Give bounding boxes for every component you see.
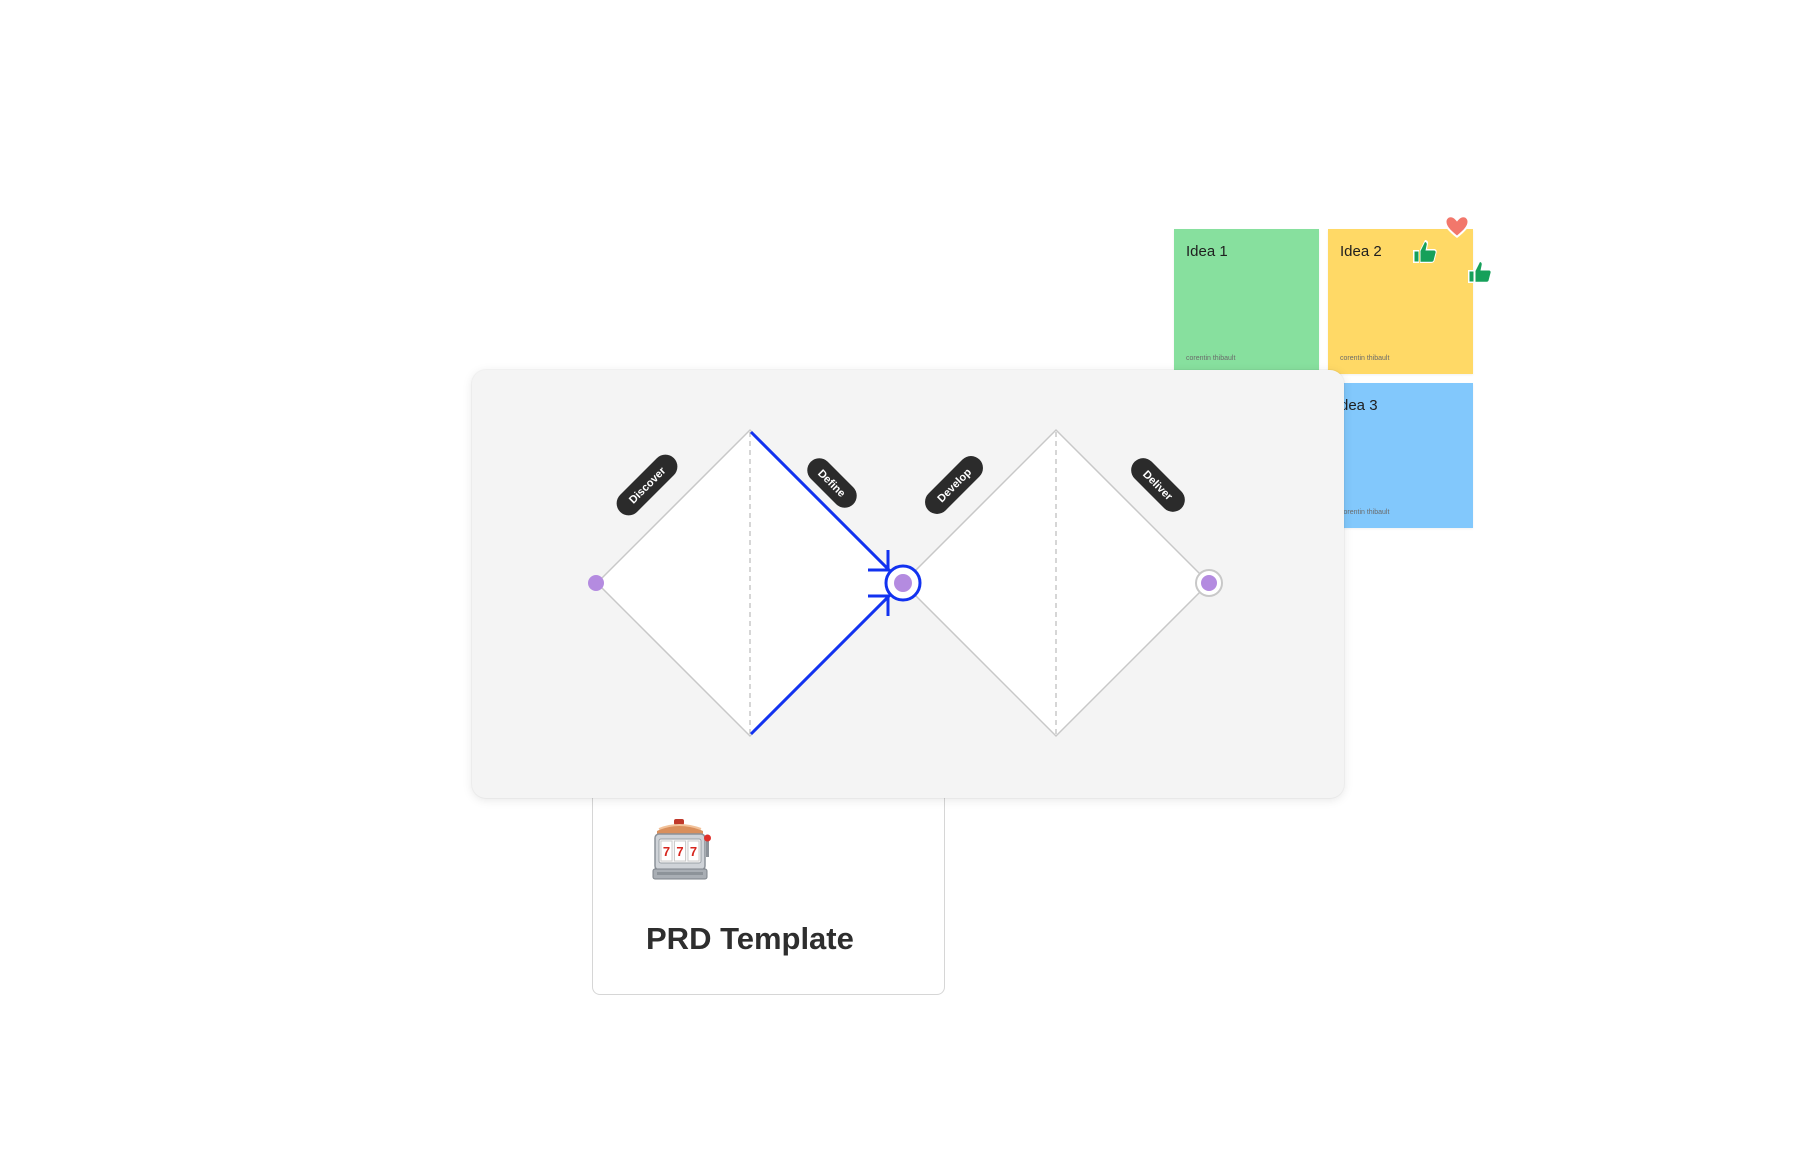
node-start[interactable] [588,575,604,591]
phase-label-deliver[interactable]: Deliver [1126,453,1190,517]
sticky-note-idea-1[interactable]: Idea 1 corentin thibault [1174,229,1319,374]
svg-text:7: 7 [690,844,697,859]
double-diamond-diagram: Discover Define Develop Deliver [588,428,1223,738]
thumbs-up-icon[interactable] [1409,236,1439,266]
sticky-note-author: corentin thibault [1340,509,1390,516]
thumbs-up-icon[interactable] [1464,256,1494,286]
heart-icon[interactable] [1442,212,1472,242]
svg-text:7: 7 [676,844,683,859]
sticky-note-author: corentin thibault [1340,355,1390,362]
slot-machine-icon: 7 7 7 [647,817,715,885]
double-diamond-frame[interactable]: Discover Define Develop Deliver [472,370,1344,798]
arrowhead-top [868,550,890,572]
svg-text:7: 7 [663,844,670,859]
sticky-note-title: dea 3 [1340,397,1378,414]
sticky-note-idea-2[interactable]: Idea 2 corentin thibault [1328,229,1473,374]
prd-template-card[interactable]: 7 7 7 PRD Template [592,760,945,995]
node-end[interactable] [1201,575,1217,591]
arrow-converge-top[interactable] [749,430,894,575]
sticky-note-author: corentin thibault [1186,355,1236,362]
sticky-note-idea-3[interactable]: dea 3 corentin thibault [1328,383,1473,528]
sticky-note-title: Idea 1 [1186,243,1228,260]
arrowhead-bottom [868,594,890,616]
prd-title: PRD Template [646,921,854,956]
sticky-note-title: Idea 2 [1340,243,1382,260]
node-middle[interactable] [894,574,912,592]
arrow-converge-bottom[interactable] [749,591,894,736]
